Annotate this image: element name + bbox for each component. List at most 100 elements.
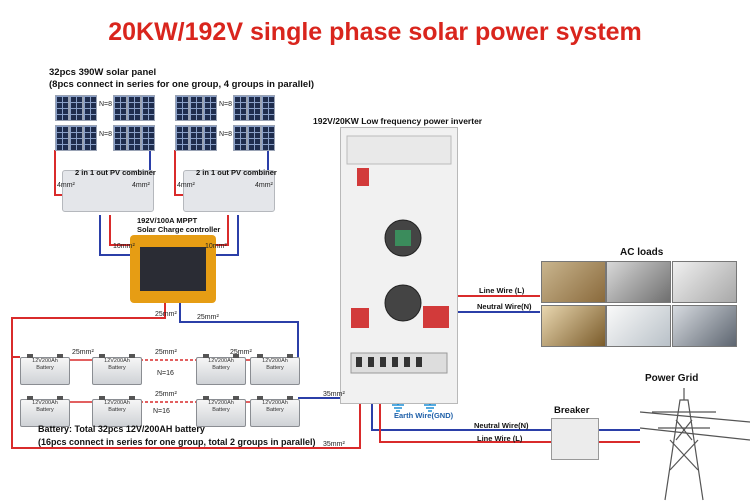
load-photo-cooker [541,305,606,347]
series-count-label: N=8 [219,101,233,108]
battery-to-inverter-positive [11,357,361,449]
cable-size-label: 4mm² [57,182,75,189]
mppt-to-battery-positive [11,303,166,358]
solar-panel [261,125,275,151]
combiner-to-mppt-positive [109,215,130,246]
ground-symbol-icon [392,404,436,412]
mppt-to-battery-negative [179,303,299,357]
cable-size-label: 25mm² [155,311,177,318]
solar-panel [55,95,69,121]
solar-panel [69,125,83,151]
battery-link-label: 25mm² [155,349,177,356]
solar-panel [113,95,127,121]
solar-panel [175,95,189,121]
solar-panel [141,95,155,121]
battery-unit-sublabel: Battery [212,407,230,413]
solar-panel [175,125,189,151]
battery-unit-label: 12V200Ah [32,358,58,364]
battery-unit-label: 12V200Ah [262,400,288,406]
solar-panel [113,125,127,151]
mppt-charge-controller [130,235,216,303]
solar-panel [189,95,203,121]
cable-size-label: 25mm² [197,314,219,321]
inverter-label: 192V/20KW Low frequency power inverter [313,116,483,126]
cable-size-label: 4mm² [132,182,150,189]
battery-caption: Battery: Total 32pcs 12V/200AH battery [38,424,205,434]
power-tower-icon [639,388,750,501]
solar-panel [203,95,217,121]
battery-caption-detail: (16pcs connect in series for one group, … [38,437,316,447]
battery-link-label: 25mm² [72,349,94,356]
solar-panel [261,95,275,121]
line-wire-label: Line Wire (L) [479,286,525,295]
grid-neutral-wire [371,392,551,431]
battery-unit-label: 12V200Ah [208,400,234,406]
power-grid-label: Power Grid [645,373,699,384]
pv-combiner-box: 2 in 1 out PV combiner [183,168,277,212]
solar-panel [127,125,141,151]
load-photo-aircon [606,305,671,347]
breaker-label: Breaker [554,405,590,416]
battery-unit-sublabel: Battery [266,407,284,413]
solar-array-left: N=8 N=8 [55,95,155,153]
battery-unit-label: 12V200Ah [208,358,234,364]
battery-link-label: 25mm² [230,349,252,356]
solar-panel [69,95,83,121]
cable-size-label: 4mm² [255,182,273,189]
battery-unit-sublabel: Battery [212,365,230,371]
breaker-box [551,418,599,460]
solar-panel [247,95,261,121]
battery-unit-sublabel: Battery [108,407,126,413]
cable-size-label: 4mm² [177,182,195,189]
neutral-wire-label: Neutral Wire(N) [477,302,532,311]
solar-panel [233,95,247,121]
battery-series-label: N=16 [153,408,170,415]
solar-panel [141,125,155,151]
cable-size-label: 10mm² [113,243,135,250]
battery-unit-label: 12V200Ah [104,358,130,364]
solar-panel-heading: 32pcs 390W solar panel [49,67,157,78]
battery-unit-sublabel: Battery [266,365,284,371]
solar-panel [127,95,141,121]
solar-array-right: N=8 N=8 [175,95,275,153]
mppt-label: 192V/100A MPPT [137,216,198,225]
battery-unit-label: 12V200Ah [104,400,130,406]
grid-neutral-label: Neutral Wire(N) [474,421,529,430]
combiner-to-mppt-positive [216,215,229,246]
page-title: 20KW/192V single phase solar power syste… [108,18,642,46]
grid-line-label: Line Wire (L) [477,434,523,443]
load-photo-desk [541,261,606,303]
solar-panel [189,125,203,151]
load-photo-laptop [606,261,671,303]
solar-panel [55,125,69,151]
ac-loads-label: AC loads [620,247,664,258]
mppt-sublabel: Solar Charge controller [137,225,221,234]
battery-unit-sublabel: Battery [36,365,54,371]
series-count-label: N=8 [99,101,113,108]
earth-wire-label: Earth Wire(GND) [394,411,454,420]
battery-unit-sublabel: Battery [36,407,54,413]
power-inverter [340,127,458,404]
cable-size-label: 35mm² [323,391,345,398]
solar-panel [83,95,97,121]
solar-panel [203,125,217,151]
solar-panel [233,125,247,151]
series-count-label: N=8 [219,131,233,138]
load-photo-fridge [672,305,737,347]
solar-panel-subheading: (8pcs connect in series for one group, 4… [49,79,314,90]
inverter-body [346,135,452,374]
combiner-to-mppt-negative [99,215,130,256]
combiner-to-mppt-negative [216,215,239,256]
series-count-label: N=8 [99,131,113,138]
battery-series-label: N=16 [157,370,174,377]
cable-size-label: 10mm² [205,243,227,250]
combiner-label: 2 in 1 out PV combiner [196,168,277,177]
